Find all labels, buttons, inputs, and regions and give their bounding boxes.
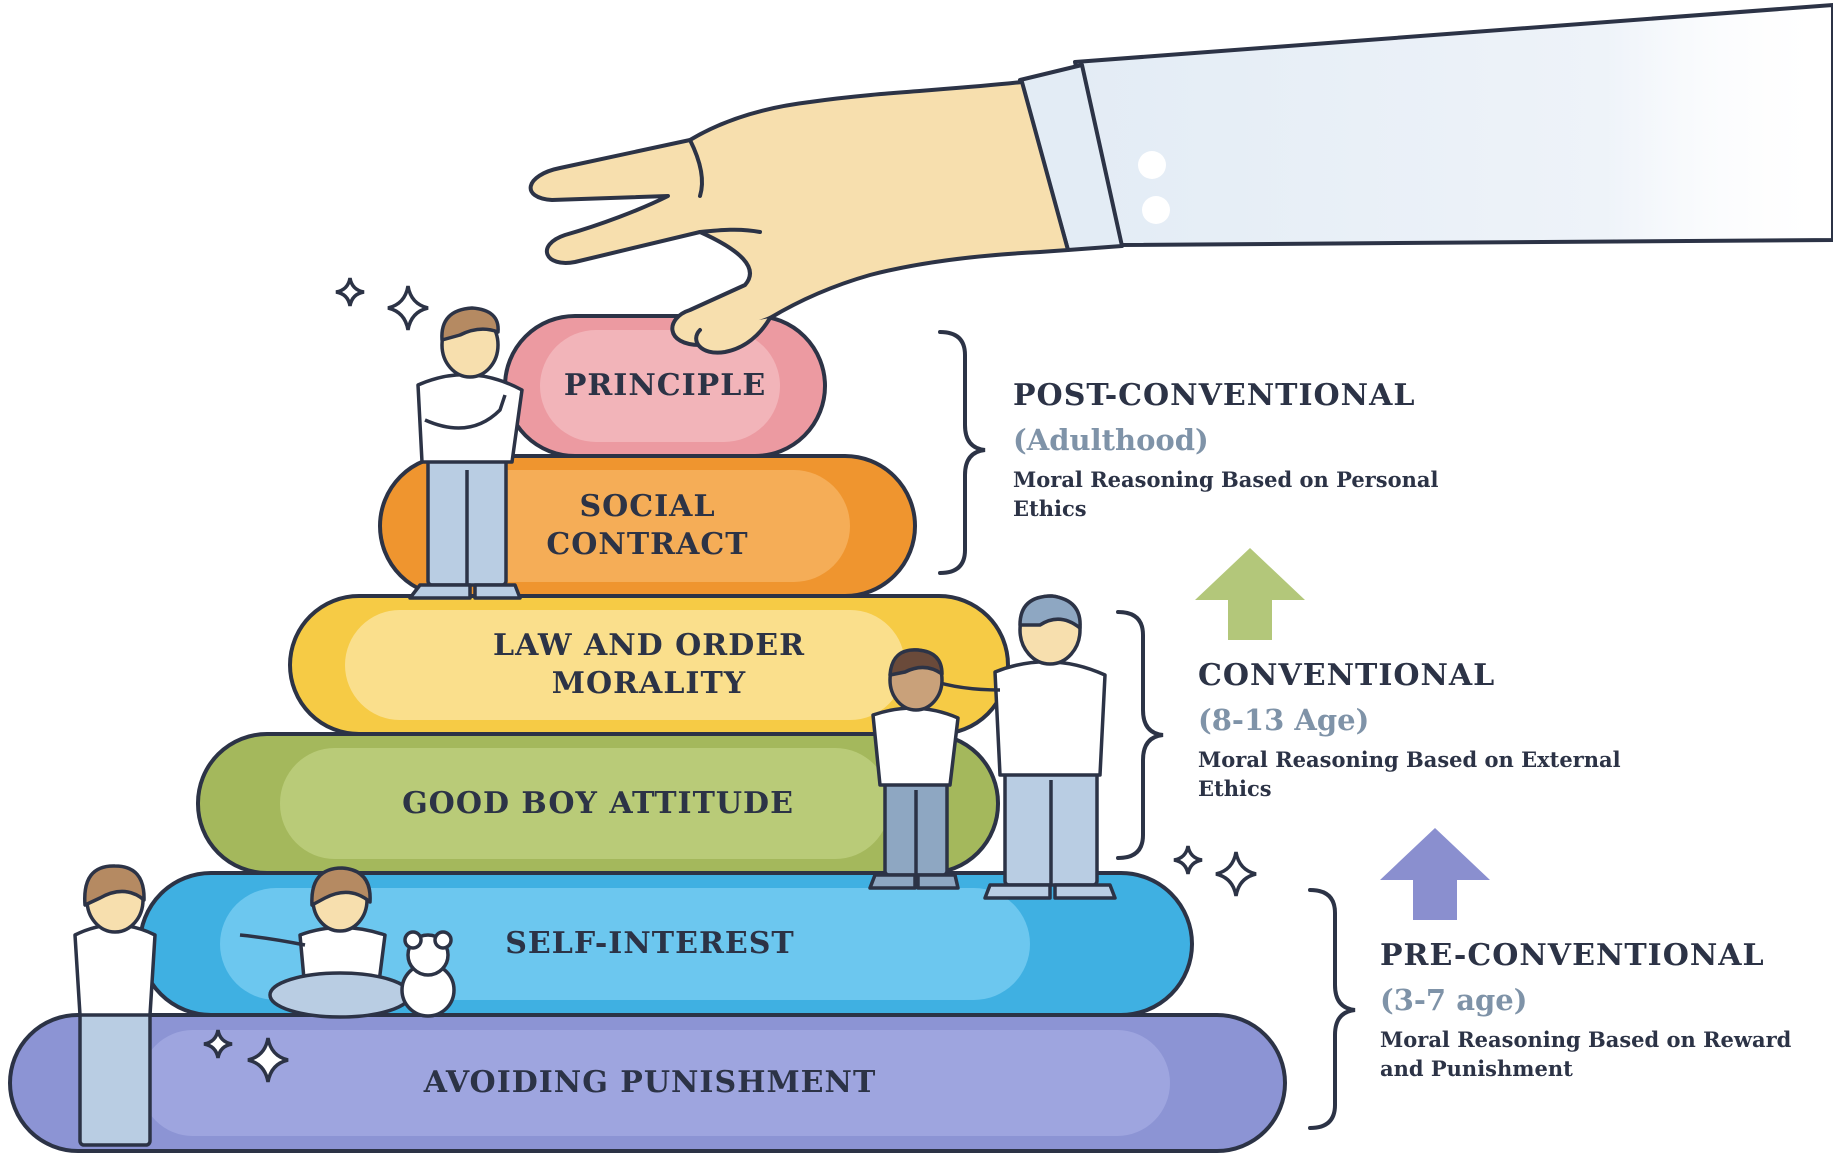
sparkle-icon xyxy=(247,1037,289,1083)
arrow-up-icon xyxy=(1195,548,1305,640)
hair xyxy=(83,864,146,907)
stage-label-good-boy: GOOD BOY ATTITUDE xyxy=(402,785,794,821)
torso xyxy=(993,659,1107,777)
person-girl-standing xyxy=(73,864,157,1147)
pill-good-boy-highlight xyxy=(280,748,890,859)
shoes xyxy=(868,873,960,890)
hair xyxy=(440,306,500,342)
level-conventional: CONVENTIONAL (8-13 Age) Moral Reasoning … xyxy=(1198,658,1628,803)
brace-post-conventional xyxy=(938,330,986,575)
stage-label-social-contract: SOCIAL CONTRACT xyxy=(546,489,749,562)
sparkle-icon xyxy=(1173,845,1203,875)
level-description: Moral Reasoning Based on Reward and Puni… xyxy=(1380,1027,1792,1081)
stage-label-law-and-order: LAW AND ORDER MORALITY xyxy=(492,628,806,701)
brace-conventional xyxy=(1116,610,1164,860)
thumb xyxy=(694,316,772,355)
pill-principle-highlight xyxy=(540,330,780,442)
sleeve xyxy=(1073,3,1833,247)
person-adult xyxy=(929,594,1117,900)
sparkle-icon xyxy=(335,277,365,307)
person-child xyxy=(868,648,960,890)
cuff-button-1 xyxy=(1138,151,1166,179)
sparkle-icon xyxy=(203,1029,233,1059)
person-girl-sitting xyxy=(239,866,412,1019)
cuff-button-2 xyxy=(1142,196,1170,224)
hair xyxy=(888,648,944,677)
finger-line-1 xyxy=(688,138,704,198)
level-title: POST-CONVENTIONAL xyxy=(1013,378,1416,413)
teddy-bear xyxy=(400,930,456,1018)
braces xyxy=(938,330,1356,1130)
level-description: Moral Reasoning Based on Personal Ethics xyxy=(1013,467,1439,521)
level-description: Moral Reasoning Based on External Ethics xyxy=(1198,747,1621,801)
hair xyxy=(310,866,372,907)
stage-stack xyxy=(8,314,1287,1153)
level-title: CONVENTIONAL xyxy=(1198,658,1496,693)
pill-avoiding-punishment-highlight xyxy=(140,1030,1170,1136)
pill-social-contract-highlight xyxy=(430,470,850,582)
stage-label-avoiding-punishment: AVOIDING PUNISHMENT xyxy=(423,1065,877,1100)
finger-line-2 xyxy=(698,227,762,234)
torso xyxy=(871,706,960,787)
torso xyxy=(73,923,157,1017)
stage-label-self-interest: SELF-INTEREST xyxy=(505,926,795,961)
hand xyxy=(528,3,1833,355)
level-age: (8-13 Age) xyxy=(1198,703,1370,737)
sparkles xyxy=(203,277,1257,1083)
level-age: (Adulthood) xyxy=(1013,423,1209,457)
level-age: (3-7 age) xyxy=(1380,983,1528,1017)
palm xyxy=(528,80,1070,347)
pill-law-and-order-highlight xyxy=(345,610,905,720)
brace-pre-conventional xyxy=(1308,888,1356,1130)
legs xyxy=(78,1008,152,1147)
level-title: PRE-CONVENTIONAL xyxy=(1380,938,1765,973)
sparkle-icon xyxy=(387,285,429,331)
shoes xyxy=(408,583,522,600)
sparkle-icon xyxy=(1215,851,1257,897)
arm xyxy=(239,933,306,947)
arm xyxy=(424,394,507,430)
level-pre-conventional: PRE-CONVENTIONAL (3-7 age) Moral Reasoni… xyxy=(1380,938,1810,1083)
arrow-up-icon xyxy=(1380,828,1490,920)
torso xyxy=(416,372,524,464)
shoes xyxy=(983,883,1117,900)
person-thinking xyxy=(408,306,524,600)
hair xyxy=(1018,594,1082,630)
stage-label-principle: PRINCIPLE xyxy=(563,368,767,403)
level-post-conventional: POST-CONVENTIONAL (Adulthood) Moral Reas… xyxy=(1013,378,1443,523)
